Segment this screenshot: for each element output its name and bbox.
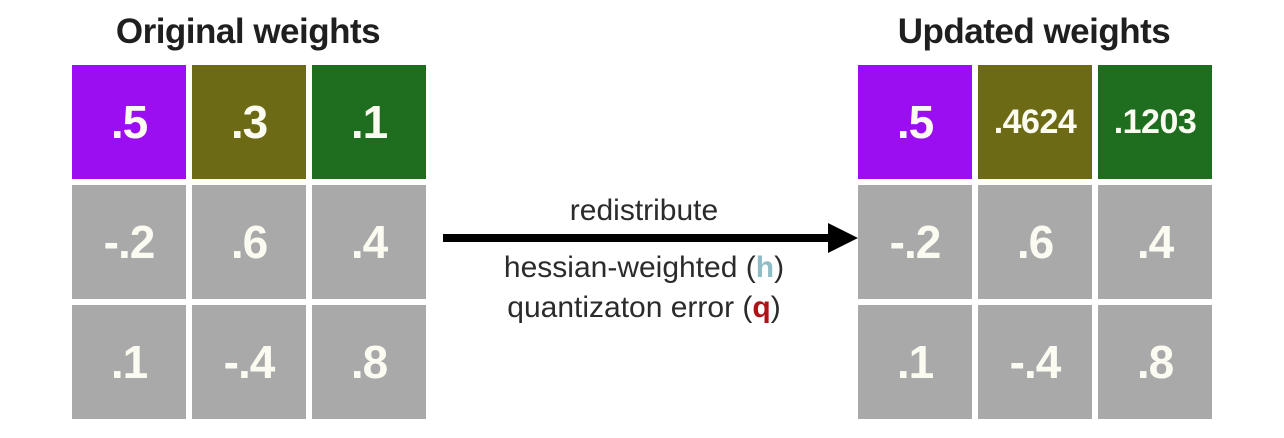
updated-weights-title: Updated weights <box>897 12 1171 51</box>
arrow-head <box>828 223 858 253</box>
hessian-label-suffix: ) <box>774 251 785 284</box>
hessian-accent-letter: h <box>755 251 775 284</box>
matrix-cell: .1203 <box>1098 65 1212 179</box>
hessian-weighted-label: hessian-weighted (h) <box>429 251 859 285</box>
redistribute-label: redistribute <box>569 194 719 227</box>
matrix-cell: -.4 <box>192 305 306 419</box>
quantization-error-label: quantizaton error (q) <box>429 291 859 325</box>
quant-label-suffix: ) <box>770 291 781 324</box>
matrix-cell: .5 <box>858 65 972 179</box>
matrix-cell: .3 <box>192 65 306 179</box>
redistribute-arrow-icon <box>443 223 858 253</box>
matrix-cell: .4 <box>1098 185 1212 299</box>
matrix-cell: .6 <box>192 185 306 299</box>
original-weights-title: Original weights <box>115 12 381 51</box>
arrow-shaft <box>443 234 830 242</box>
matrix-cell: -.2 <box>858 185 972 299</box>
matrix-cell: .6 <box>978 185 1092 299</box>
quant-label-prefix: quantizaton error ( <box>507 291 753 324</box>
matrix-cell: .1 <box>312 65 426 179</box>
matrix-cell: .8 <box>312 305 426 419</box>
quant-accent-letter: q <box>752 291 771 324</box>
matrix-cell: .4624 <box>978 65 1092 179</box>
matrix-cell: .8 <box>1098 305 1212 419</box>
matrix-cell: .4 <box>312 185 426 299</box>
updated-weights-matrix: .5 .4624 .1203 -.2 .6 .4 .1 -.4 .8 <box>858 65 1212 419</box>
matrix-cell: -.4 <box>978 305 1092 419</box>
matrix-cell: .1 <box>858 305 972 419</box>
original-weights-matrix: .5 .3 .1 -.2 .6 .4 .1 -.4 .8 <box>72 65 426 419</box>
matrix-cell: .1 <box>72 305 186 419</box>
matrix-cell: .5 <box>72 65 186 179</box>
hessian-label-prefix: hessian-weighted ( <box>503 251 756 284</box>
matrix-cell: -.2 <box>72 185 186 299</box>
